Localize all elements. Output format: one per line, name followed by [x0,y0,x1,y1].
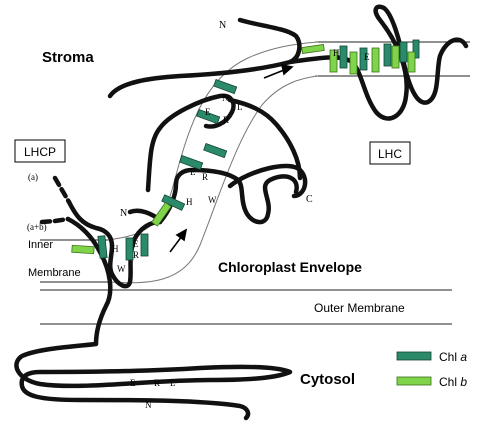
stroma-label: Stroma [42,49,94,66]
chain-path-a-dashed [52,175,72,205]
chl-b-bar [391,45,400,69]
residue-e-mid: E [190,167,196,177]
lhcp-label: LHCP [24,145,56,159]
legend-chl-a-swatch [396,351,432,361]
residue-e-inner: E [133,239,139,249]
chl-b-bar [301,44,325,54]
arrow-up-shaft [169,235,183,253]
chain-stroma-loop [145,93,236,193]
lhcp-box [14,139,66,163]
chl-a-bar [213,78,238,95]
chl-a-bar [97,235,108,259]
residue-r-upper: R [223,115,229,125]
n-terminus-lhcp: N [120,208,127,219]
chl-b-bar [71,244,95,255]
chl-b-bar [349,51,358,75]
outer-membrane-label: Outer Membrane [314,301,405,315]
path-a-label: (a) [28,172,38,182]
channel-inner-edge [109,75,319,284]
arrows [169,63,294,253]
lhc-label: LHC [378,147,402,161]
residue-r-mid: R [202,172,208,182]
residue-e-lhc: E [364,52,370,62]
residue-h-inner: H [112,244,119,254]
chl-a-bar [161,194,186,211]
legend-chl-b-swatch [396,376,432,386]
chl-a-bar [203,142,228,159]
chl-b-bar [329,49,338,73]
residue-l-upper: L [237,102,243,112]
path-ab-label: (a+b) [27,222,47,232]
chl-b-bar [371,47,380,73]
chain-lhc-lead [107,17,302,99]
chl-a-bar [125,237,134,261]
arrow-up-head [175,228,188,242]
chl-a-bar [196,108,221,125]
legend-chl-a-label: Chl a [439,350,467,364]
n-terminus-lhc: N [219,20,226,31]
residue-n-upper: N [222,93,229,103]
residue-l-cytosol: L [170,378,176,388]
chl-b-bar [407,51,416,73]
residue-w-inner: W [117,264,126,274]
chain-lhc-body [287,4,469,121]
chain-cytosol [14,216,293,421]
chl-a-bar [179,154,204,171]
chl-b-bar [151,201,172,227]
membrane-channel [107,41,319,284]
residue-e-upper: E [205,107,211,117]
chain-middle-loop [157,167,299,225]
membrane-label: Membrane [28,267,81,279]
chain-path-ab-dashed [39,216,71,225]
chloroplast-envelope-label: Chloroplast Envelope [218,259,362,275]
chl-a-bar [383,43,392,67]
chl-a-bars [97,39,420,261]
legend: Chl a Chl b [396,350,467,389]
n-terminus-cytosol: N [145,400,152,410]
chain-inner-loop [66,199,163,289]
residue-h-mid: H [186,197,193,207]
chl-b-bars [71,44,416,255]
residue-w-mid: W [208,195,217,205]
arrow-right-shaft [263,69,285,79]
chl-a-bar [359,47,368,71]
residue-labels: H E R W E R H W E R N L H E E R L [112,48,370,388]
chain-lhc-return [227,97,303,181]
lhc-box [369,141,411,165]
chl-a-bar [399,41,408,63]
arrow-right-head [280,63,294,76]
legend-chl-b-label: Chl b [439,375,467,389]
chl-a-bar [339,45,348,69]
inner-label: Inner [28,239,53,251]
residue-h-lhc: H [333,48,340,58]
residue-r-inner: R [133,250,139,260]
chl-a-bar [412,39,420,59]
cytosol-label: Cytosol [300,371,355,388]
c-terminus-lhc: C [306,194,313,205]
chl-a-bar [140,233,149,257]
protein-chain [14,4,469,421]
residue-r-cytosol: R [154,378,160,388]
residue-e-cytosol: E [130,378,136,388]
